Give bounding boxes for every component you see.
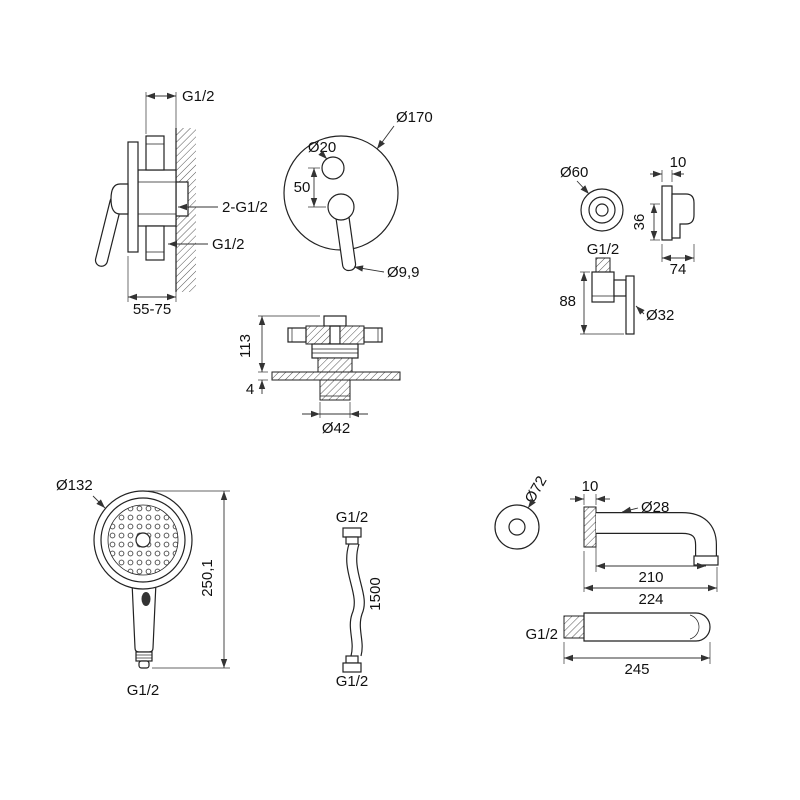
holder-wall-plate	[661, 185, 673, 241]
dim-escutcheon-diameter: Ø32	[635, 305, 674, 324]
dim-elbow-height: 88	[559, 271, 624, 335]
elbow-arm	[613, 279, 627, 297]
dim-bottom-thread: G1/2	[168, 236, 245, 253]
dim-label-reach-center: 210	[638, 569, 663, 586]
elbow-escutcheon-edge	[625, 275, 635, 335]
dim-label-spout-flange: Ø72	[522, 473, 551, 506]
dim-label-escutcheon-diameter: Ø32	[646, 307, 674, 324]
spout-flange-circle	[494, 504, 540, 550]
mixer-hub	[110, 183, 129, 215]
dim-top-thread: G1/2	[145, 88, 215, 134]
holder-hook	[671, 193, 695, 239]
dim-label-hose-top-thread: G1/2	[336, 509, 369, 526]
valve-sleeve	[137, 169, 177, 227]
dim-label-head-diameter: Ø132	[56, 477, 93, 494]
trim-plate-section	[271, 371, 401, 381]
hose-body	[346, 543, 355, 657]
dim-lower-spout-reach: 245	[563, 642, 711, 678]
hose-top-fitting	[342, 527, 362, 538]
dim-label-elbow-height: 88	[559, 293, 576, 310]
dim-plate-thickness: 10	[650, 154, 686, 182]
spout-views: Ø72 10 Ø28 210 224	[494, 473, 719, 678]
dim-label-bottom-thread: G1/2	[212, 236, 245, 253]
dim-label-hole-diameter: Ø20	[308, 139, 336, 156]
dim-label-lower-spout-reach: 245	[624, 661, 649, 678]
dim-label-holder-depth: 74	[670, 261, 687, 278]
dim-plate-diameter: Ø170	[376, 109, 433, 150]
diverter-hole-circle	[321, 156, 345, 180]
valve-section-view: 113 4 Ø42	[237, 315, 401, 437]
hose-view: G1/2 1500 G1/2	[336, 509, 384, 690]
dim-label-lever-diameter: Ø9,9	[387, 264, 420, 281]
dim-label-holder-thread: G1/2	[587, 241, 620, 258]
dim-label-hose-length: 1500	[367, 577, 384, 610]
mode-button	[141, 592, 151, 606]
dim-holder-depth: 74	[661, 244, 695, 278]
dim-label-side-thread: 2-G1/2	[222, 199, 268, 216]
lower-spout-thread-nipple	[563, 615, 585, 639]
dim-wall-plate-10: 10	[570, 478, 610, 505]
dim-label-plate-4: 4	[246, 381, 254, 398]
dim-label-plate-diameter: Ø170	[396, 109, 433, 126]
dim-sleeve-diameter: Ø42	[302, 402, 368, 437]
dim-total-length: 250,1	[148, 490, 230, 669]
lower-spout-tube	[583, 612, 711, 642]
elbow-body	[591, 271, 615, 303]
elbow-thread-stub	[595, 257, 611, 273]
spray-face-center-cap	[135, 532, 151, 548]
dim-center-offset: 50	[294, 167, 326, 208]
dim-spout-flange-diameter: Ø72	[522, 473, 551, 509]
spout-outlet-tip	[693, 555, 719, 566]
dim-flange-diameter: Ø60	[560, 164, 590, 195]
hand-shower-view: Ø132 250,1 G1/2	[56, 477, 230, 699]
dim-valve-height: 113	[237, 315, 320, 373]
sleeve-section	[319, 379, 351, 401]
dim-install-depth: 55-75	[127, 256, 177, 318]
right-port	[363, 327, 383, 343]
escutcheon-plate	[127, 141, 139, 253]
left-port	[287, 327, 307, 343]
dim-label-install-depth: 55-75	[133, 301, 171, 318]
dim-label-lower-spout-thread: G1/2	[525, 626, 558, 643]
dim-tube-diameter: Ø28	[621, 499, 669, 516]
lever-pivot-circle	[327, 193, 355, 221]
dim-lever-diameter: Ø9,9	[353, 264, 420, 281]
dim-label-top-thread: G1/2	[182, 88, 215, 105]
handle-grip	[135, 651, 153, 662]
dim-label-center-offset: 50	[294, 179, 311, 196]
dim-side-thread: 2-G1/2	[178, 199, 268, 216]
spout-wall-plate	[583, 506, 597, 548]
dim-label-total-length: 250,1	[199, 559, 216, 597]
holder-flange-circle	[580, 188, 624, 232]
dim-label-hose-bottom-thread: G1/2	[336, 673, 369, 690]
dim-label-tube-diameter: Ø28	[641, 499, 669, 516]
dim-label-hook-height: 36	[631, 214, 648, 231]
dim-plate-thickness-4: 4	[246, 379, 268, 398]
handle-inlet-nub	[138, 660, 150, 669]
mixer-front-view: Ø170 Ø20 50 Ø9,9	[283, 109, 433, 281]
dim-label-valve-height: 113	[237, 334, 254, 358]
valve-mid-body	[311, 343, 359, 359]
holder-and-elbow-view: Ø60 G1/2 88 Ø32 10	[559, 154, 695, 335]
mixer-side-view: G1/2 2-G1/2 G1/2 55-75	[94, 88, 268, 318]
dim-hook-height: 36	[631, 203, 660, 241]
dim-label-sleeve-diameter: Ø42	[322, 420, 350, 437]
hose-bottom-fitting	[342, 662, 362, 673]
dim-label-handshower-thread: G1/2	[127, 682, 160, 699]
dim-label-flange-diameter: Ø60	[560, 164, 588, 181]
dim-reach-center: 210	[595, 538, 706, 586]
dim-label-plate-thickness: 10	[670, 154, 687, 171]
top-port	[145, 135, 165, 171]
cartridge-stem	[323, 315, 347, 327]
dim-reach-total: 224	[583, 551, 718, 608]
in-wall-body	[175, 181, 189, 217]
dim-label-reach-total: 224	[638, 591, 663, 608]
bottom-port	[145, 225, 165, 261]
dim-label-wall-plate: 10	[582, 478, 599, 495]
dim-head-diameter: Ø132	[56, 477, 106, 509]
dim-hole-diameter: Ø20	[308, 139, 336, 160]
